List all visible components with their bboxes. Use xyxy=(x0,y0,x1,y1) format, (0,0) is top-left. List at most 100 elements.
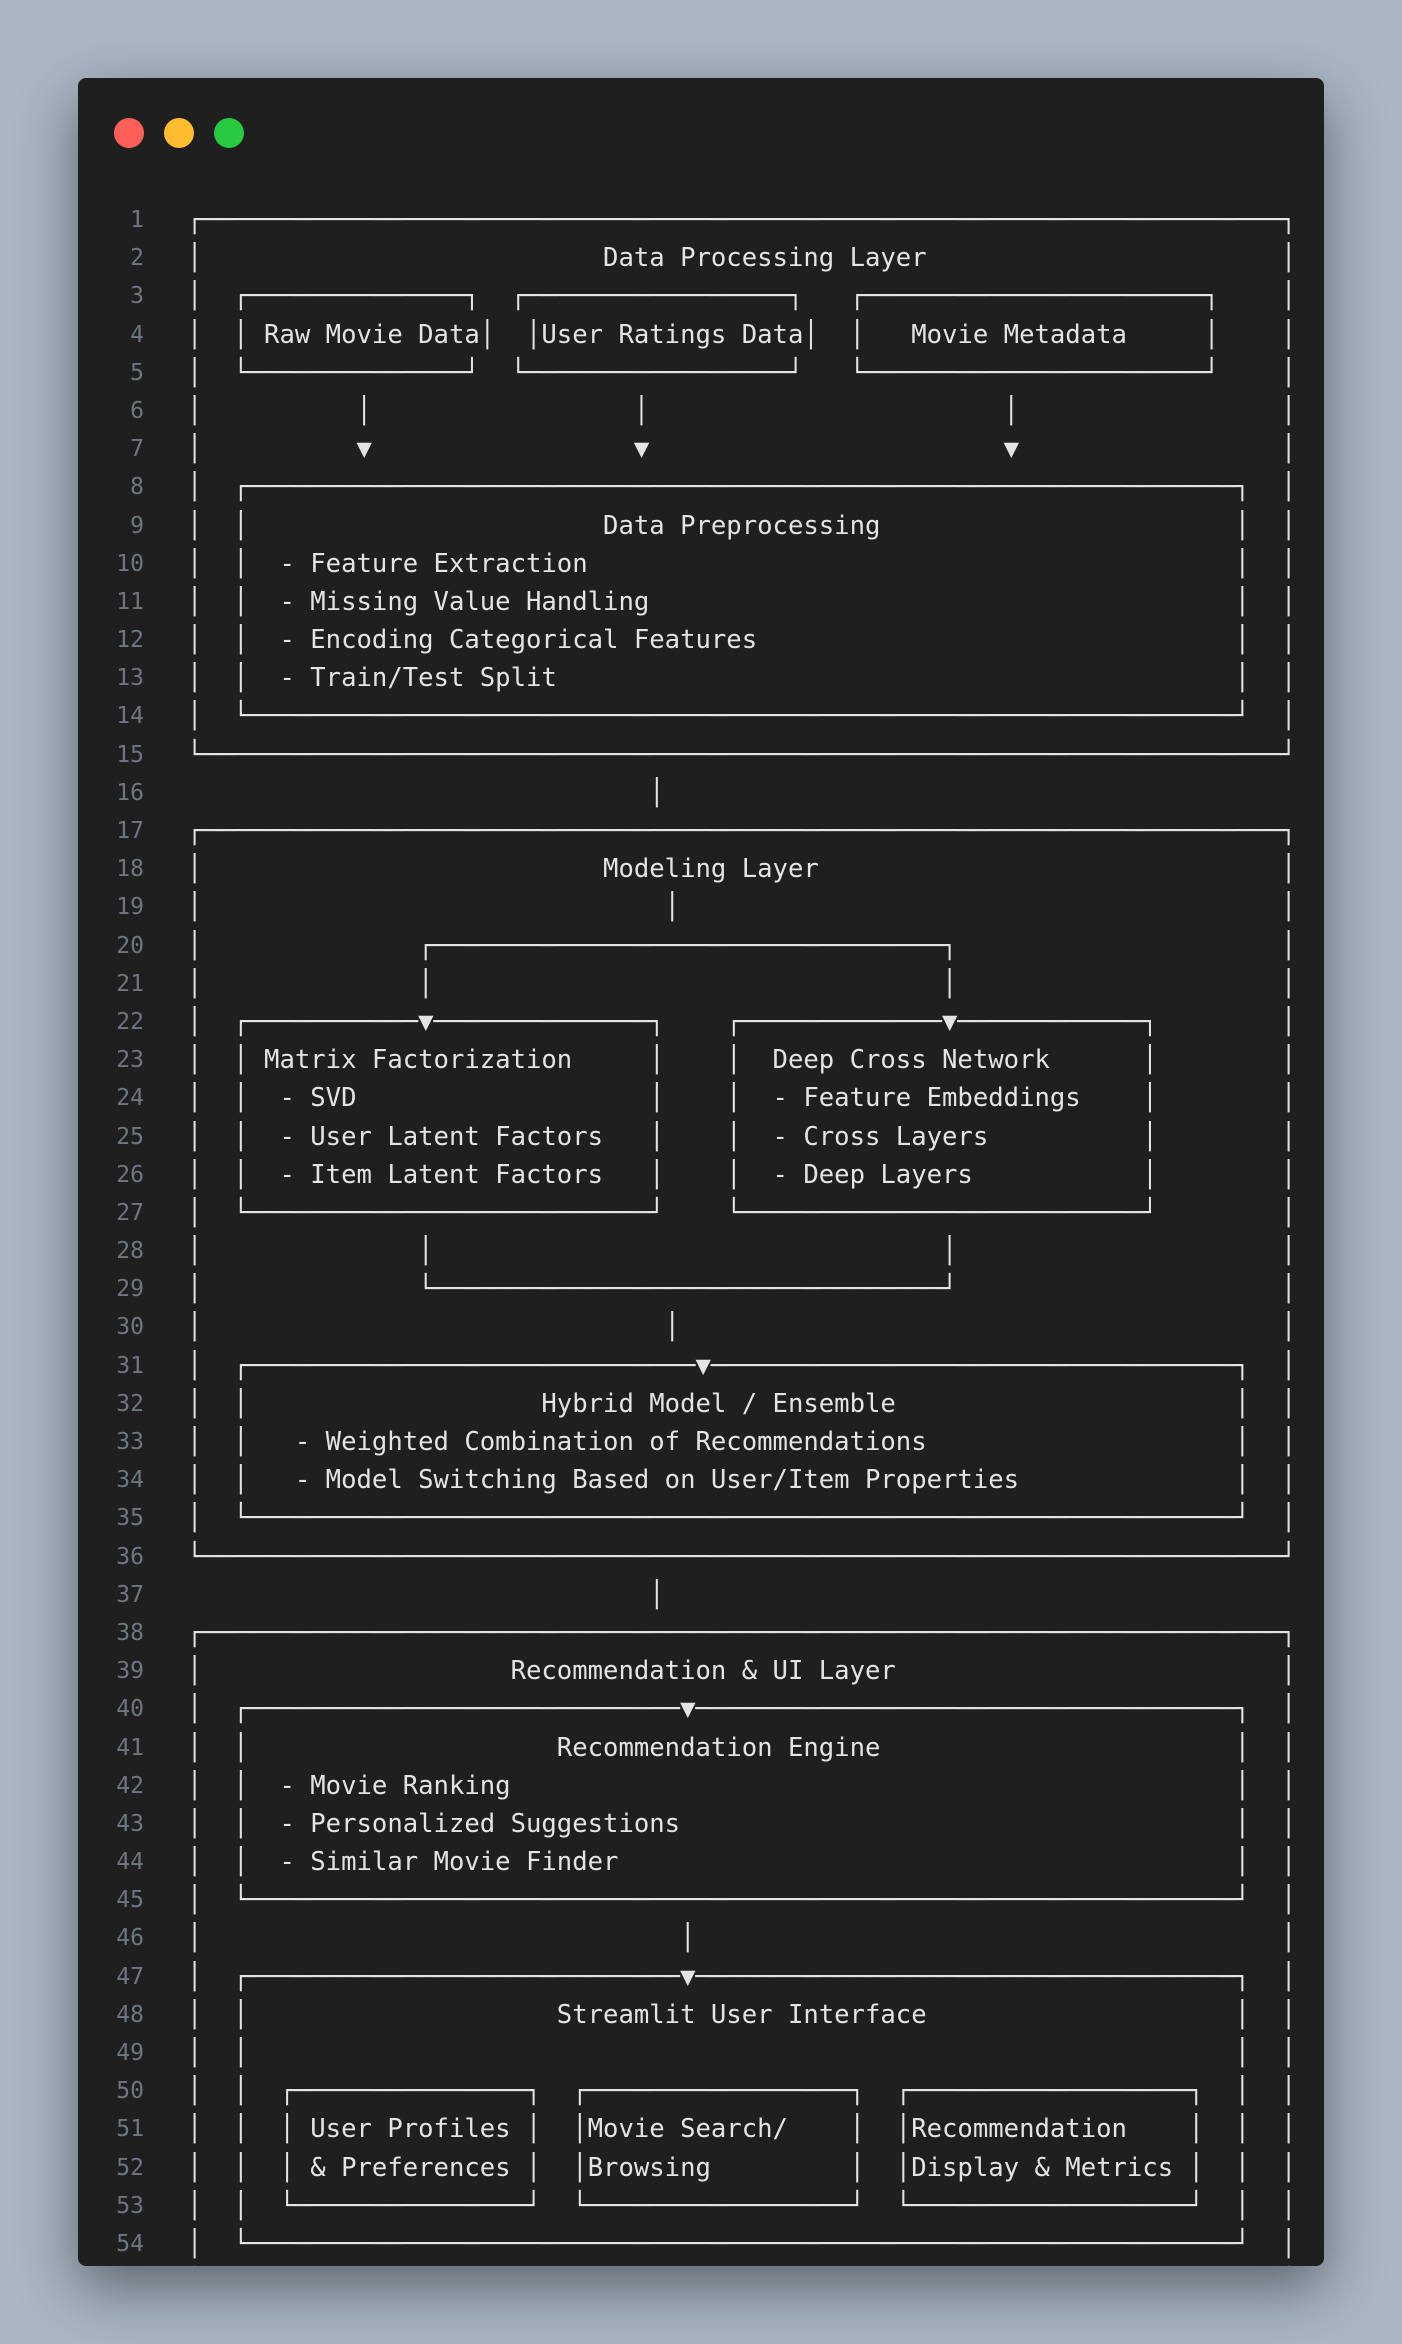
line-number: 38 xyxy=(116,1619,144,1646)
line-text: ┌───────────────────────────────────────… xyxy=(187,1617,1297,1648)
line-text: │ ┌────────────────────────────▼────────… xyxy=(187,1694,1297,1725)
code-line: 9 │ │ Data Preprocessing │ │ xyxy=(78,507,1324,545)
line-text: │ │ │ xyxy=(187,1923,1297,1954)
line-text: └───────────────────────────────────────… xyxy=(187,739,1297,770)
code-line: 55└─────────────────────────────────────… xyxy=(78,2263,1324,2266)
line-number: 16 xyxy=(116,779,144,806)
line-text: │ └─────────────────────────────────────… xyxy=(187,1503,1297,1534)
code-line: 13 │ │ - Train/Test Split │ │ xyxy=(78,659,1324,697)
line-text: │ │ - SVD │ │ - Feature Embeddings │ │ xyxy=(187,1083,1297,1114)
code-line: 34│ │ - Model Switching Based on User/It… xyxy=(78,1461,1324,1499)
line-text: │ │ │ & Preferences │ │Browsing │ │Displ… xyxy=(187,2152,1297,2183)
line-text: │ │ Matrix Factorization │ │ Deep Cross … xyxy=(187,1045,1297,1076)
code-line: 28│ │ │ │ xyxy=(78,1232,1324,1270)
line-number: 9 xyxy=(130,512,144,539)
code-line: 21│ │ │ │ xyxy=(78,965,1324,1003)
code-line: 41│ │ Recommendation Engine │ │ xyxy=(78,1729,1324,1767)
code-line: 40 │ ┌────────────────────────────▼──────… xyxy=(78,1690,1324,1728)
code-line: 8│ ┌────────────────────────────────────… xyxy=(78,468,1324,506)
line-number: 27 xyxy=(116,1199,144,1226)
line-number: 42 xyxy=(116,1772,144,1799)
line-number: 11 xyxy=(116,588,144,615)
line-text: │ xyxy=(187,777,665,808)
code-line: 39│ Recommendation & UI Layer │ xyxy=(78,1652,1324,1690)
line-number: 4 xyxy=(130,321,144,348)
line-text: │ └─────────────────────────────────────… xyxy=(187,1885,1297,1916)
code-line: 24│ │ - SVD │ │ - Feature Embeddings │ │ xyxy=(78,1079,1324,1117)
code-line: 46 │ │ │ xyxy=(78,1919,1324,1957)
code-line: 29│ └─────────────────────────────────┘ … xyxy=(78,1270,1324,1308)
code-line: 45│ └───────────────────────────────────… xyxy=(78,1881,1324,1919)
code-line: 7 │ ▼ ▼ ▼ │ xyxy=(78,430,1324,468)
line-text: │ │ │ xyxy=(187,1312,1297,1343)
line-text: │ │ - User Latent Factors │ │ - Cross La… xyxy=(187,1121,1297,1152)
line-number: 55 xyxy=(78,2263,144,2266)
line-text: │ │ Hybrid Model / Ensemble │ │ xyxy=(187,1388,1297,1419)
code-line: 26│ │ - Item Latent Factors │ │ - Deep L… xyxy=(78,1156,1324,1194)
line-number: 47 xyxy=(116,1963,144,1990)
line-text: │ ┌────────────────────────────▼────────… xyxy=(187,1961,1297,1992)
code-line: 35 │ └───────────────────────────────────… xyxy=(78,1499,1324,1537)
line-text: │ └─────────────────────────────────┘ │ xyxy=(187,1274,1297,1305)
line-number: 20 xyxy=(116,932,144,959)
code-line: 31│ ┌─────────────────────────────▼─────… xyxy=(78,1347,1324,1385)
code-line: 43│ │ - Personalized Suggestions │ │ xyxy=(78,1805,1324,1843)
line-number: 35 xyxy=(116,1505,144,1532)
line-text: │ │ - Train/Test Split │ │ xyxy=(187,663,1297,694)
line-number: 5 xyxy=(130,359,144,386)
line-text: │ │ Raw Movie Data│ │User Ratings Data│ … xyxy=(187,319,1297,350)
line-number: 46 xyxy=(116,1925,144,1952)
line-number: 7 xyxy=(130,436,144,463)
code-line: 2 │ Data Processing Layer │ xyxy=(78,239,1324,277)
line-number: 13 xyxy=(116,665,144,692)
close-button[interactable] xyxy=(114,118,144,148)
line-text: │ │ │ │ xyxy=(187,2038,1297,2068)
code-line: 18│ Modeling Layer │ xyxy=(78,850,1324,888)
code-line: 22│ ┌───────────▼──────────────┐ ┌──────… xyxy=(78,1003,1324,1041)
line-text: │ ▼ ▼ ▼ │ xyxy=(187,434,1297,465)
code-line: 32│ │ Hybrid Model / Ensemble │ │ xyxy=(78,1385,1324,1423)
line-text: │ Data Processing Layer │ xyxy=(187,243,1297,274)
line-number: 22 xyxy=(116,1008,144,1035)
line-text: │ │ Data Preprocessing │ │ xyxy=(187,510,1297,541)
line-text: │ │ Recommendation Engine │ │ xyxy=(187,1732,1297,1763)
line-text: │ └─────────────────────────────────────… xyxy=(187,701,1297,732)
code-line: 16 │ xyxy=(78,774,1324,812)
code-line: 20 │ ┌─────────────────────────────────┐ … xyxy=(78,927,1324,965)
line-number: 49 xyxy=(116,2040,144,2066)
line-number: 53 xyxy=(116,2192,144,2219)
line-number: 10 xyxy=(116,550,144,577)
line-text: │ └──────────────┘ └─────────────────┘ └… xyxy=(187,357,1297,388)
line-text: └───────────────────────────────────────… xyxy=(187,1541,1297,1572)
line-text: │ │ │ │ xyxy=(187,1236,1297,1267)
line-text: │ ┌─────────────────────────────────┐ │ xyxy=(187,930,1297,961)
line-text: │ │ ┌───────────────┐ ┌─────────────────… xyxy=(187,2076,1297,2107)
line-text: │ │ - Encoding Categorical Features │ │ xyxy=(187,625,1297,656)
line-number: 6 xyxy=(130,397,144,424)
code-line: 4 │ │ Raw Movie Data│ │User Ratings Data│… xyxy=(78,316,1324,354)
line-text: │ ┌─────────────────────────────▼───────… xyxy=(187,1350,1297,1381)
code-block: 1┌──────────────────────────────────────… xyxy=(78,201,1324,2266)
code-line: 44│ │ - Similar Movie Finder │ │ xyxy=(78,1843,1324,1881)
minimize-button[interactable] xyxy=(164,118,194,148)
line-text: │ └─────────────────────────────────────… xyxy=(187,2228,1297,2259)
line-number: 8 xyxy=(130,474,144,501)
code-line: 51│ │ │ User Profiles │ │Movie Search/ │… xyxy=(78,2110,1324,2148)
line-text: │ │ │ │ │ xyxy=(187,395,1297,426)
code-line: 53 │ │ └───────────────┘ └───────────────… xyxy=(78,2187,1324,2225)
maximize-button[interactable] xyxy=(214,118,244,148)
line-text: │ │ - Missing Value Handling │ │ xyxy=(187,586,1297,617)
line-number: 54 xyxy=(116,2230,144,2257)
line-number: 37 xyxy=(116,1581,144,1608)
line-number: 33 xyxy=(116,1429,144,1455)
line-number: 34 xyxy=(116,1467,144,1494)
code-line: 10│ │ - Feature Extraction │ │ xyxy=(78,545,1324,583)
line-text: │ │ - Similar Movie Finder │ │ xyxy=(187,1847,1297,1878)
line-number: 52 xyxy=(116,2154,144,2181)
code-line: 38 ┌─────────────────────────────────────… xyxy=(78,1614,1324,1652)
line-text: │ │ └───────────────┘ └─────────────────… xyxy=(187,2190,1297,2221)
line-number: 2 xyxy=(130,245,144,272)
code-line: 1┌──────────────────────────────────────… xyxy=(78,201,1324,239)
line-text: │ xyxy=(187,1579,665,1610)
line-number: 40 xyxy=(116,1696,144,1723)
